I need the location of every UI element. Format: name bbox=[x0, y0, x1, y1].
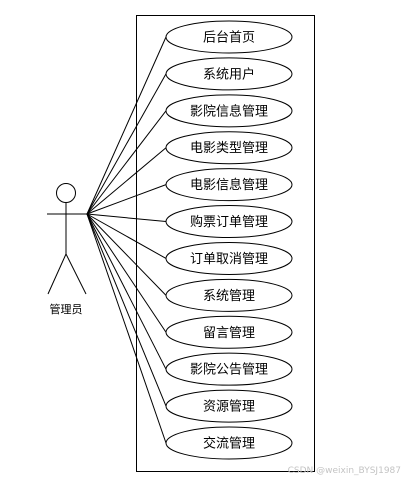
use-case-label: 系统用户 bbox=[203, 66, 255, 82]
association-line bbox=[86, 184, 167, 215]
actor-head bbox=[56, 183, 76, 203]
association-line bbox=[86, 213, 167, 370]
actor-left-leg bbox=[47, 253, 67, 295]
use-case-ellipse bbox=[165, 241, 293, 275]
actor-label: 管理员 bbox=[50, 302, 83, 316]
use-case: 留言管理 bbox=[165, 315, 293, 349]
association-line bbox=[86, 147, 167, 215]
use-case-label: 系统管理 bbox=[203, 289, 255, 304]
use-case: 购票订单管理 bbox=[165, 205, 293, 239]
association-line bbox=[86, 110, 167, 215]
use-case-ellipse bbox=[165, 20, 293, 54]
use-case-ellipse bbox=[165, 168, 293, 202]
use-case-label: 资源管理 bbox=[203, 400, 255, 415]
association-line bbox=[86, 213, 167, 296]
use-case: 交流管理 bbox=[165, 426, 293, 460]
use-case-ellipse bbox=[165, 352, 293, 386]
actor-admin: 管理员 bbox=[47, 183, 87, 316]
use-case-ellipse bbox=[165, 205, 293, 239]
association-line bbox=[86, 213, 167, 259]
use-case: 系统管理 bbox=[165, 278, 293, 312]
use-case-label: 后台首页 bbox=[203, 31, 255, 46]
use-case-ellipse bbox=[165, 278, 293, 312]
association-line bbox=[86, 73, 167, 215]
use-case: 订单取消管理 bbox=[165, 241, 293, 275]
use-case-label: 影院信息管理 bbox=[190, 103, 268, 119]
actor-right-leg bbox=[65, 253, 87, 295]
use-cases: 后台首页系统用户影院信息管理电影类型管理电影信息管理购票订单管理订单取消管理系统… bbox=[165, 20, 293, 460]
use-case-label: 留言管理 bbox=[203, 326, 255, 341]
use-case-ellipse bbox=[165, 315, 293, 349]
use-case-label: 电影信息管理 bbox=[190, 177, 268, 193]
use-case: 电影信息管理 bbox=[165, 168, 293, 202]
use-case: 后台首页 bbox=[165, 20, 293, 54]
use-case: 系统用户 bbox=[165, 57, 293, 91]
system-boundary bbox=[136, 15, 315, 472]
use-case-ellipse bbox=[165, 57, 293, 91]
use-case-label: 交流管理 bbox=[203, 436, 255, 452]
use-case: 影院信息管理 bbox=[165, 94, 293, 128]
use-case-ellipse bbox=[165, 94, 293, 128]
use-case-ellipse bbox=[165, 389, 293, 423]
use-case-label: 购票订单管理 bbox=[190, 214, 268, 230]
association-line bbox=[86, 36, 167, 215]
watermark: CSDN @weixin_BYSJ1987 bbox=[287, 466, 401, 476]
association-line bbox=[86, 213, 167, 407]
association-line bbox=[86, 213, 167, 223]
use-case-label: 订单取消管理 bbox=[190, 252, 268, 267]
use-case-label: 电影类型管理 bbox=[190, 141, 268, 156]
association-line bbox=[86, 213, 167, 444]
association-line bbox=[86, 213, 167, 333]
use-case-ellipse bbox=[165, 426, 293, 460]
associations bbox=[86, 36, 167, 444]
use-case: 资源管理 bbox=[165, 389, 293, 423]
use-case-ellipse bbox=[165, 131, 293, 165]
use-case: 影院公告管理 bbox=[165, 352, 293, 386]
use-case: 电影类型管理 bbox=[165, 131, 293, 165]
use-case-label: 影院公告管理 bbox=[190, 363, 268, 378]
